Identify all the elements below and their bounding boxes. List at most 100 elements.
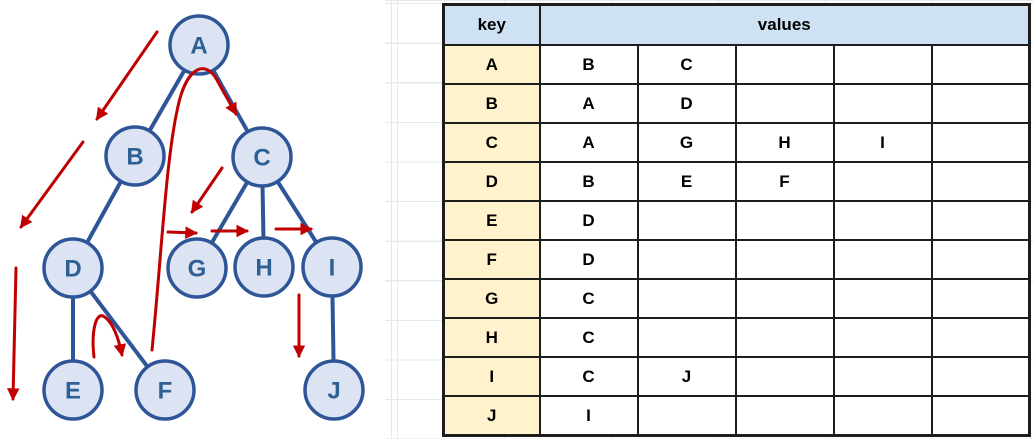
traversal-arrows bbox=[6, 30, 313, 401]
value-cell: C bbox=[538, 278, 639, 319]
value-cell bbox=[636, 395, 737, 437]
node-label-h: H bbox=[255, 255, 272, 282]
value-cell: D bbox=[636, 83, 737, 124]
value-cell: A bbox=[538, 122, 639, 163]
key-cell: H bbox=[442, 317, 541, 358]
node-label-a: A bbox=[190, 33, 207, 60]
value-cell bbox=[930, 317, 1031, 358]
arrow-e-to-f bbox=[91, 314, 127, 359]
arrow-f-to-c bbox=[150, 67, 238, 352]
value-cell bbox=[930, 278, 1031, 319]
key-cell: E bbox=[442, 200, 541, 241]
node-label-c: C bbox=[253, 145, 270, 172]
value-cell: D bbox=[538, 200, 639, 241]
value-cell: C bbox=[636, 44, 737, 85]
node-label-i: I bbox=[329, 255, 336, 282]
value-cell bbox=[636, 200, 737, 241]
value-cell bbox=[930, 44, 1031, 85]
key-cell: D bbox=[442, 161, 541, 202]
value-cell bbox=[832, 161, 933, 202]
value-cell: B bbox=[538, 161, 639, 202]
node-f bbox=[134, 359, 196, 421]
value-cell: J bbox=[636, 356, 737, 397]
value-cell bbox=[832, 200, 933, 241]
value-cell bbox=[734, 317, 835, 358]
value-cell: H bbox=[734, 122, 835, 163]
node-label-e: E bbox=[65, 378, 81, 405]
value-cell: I bbox=[832, 122, 933, 163]
values-header: values bbox=[538, 3, 1031, 46]
table-header-row: key values bbox=[442, 3, 1031, 46]
value-cell bbox=[734, 83, 835, 124]
node-label-d: D bbox=[64, 256, 81, 283]
value-cell: F bbox=[734, 161, 835, 202]
value-cell bbox=[832, 395, 933, 437]
value-cell bbox=[832, 317, 933, 358]
value-cell bbox=[734, 200, 835, 241]
node-label-j: J bbox=[327, 378, 340, 405]
node-label-f: F bbox=[158, 378, 173, 405]
value-cell bbox=[930, 395, 1031, 437]
value-cell: C bbox=[538, 356, 639, 397]
value-cell bbox=[930, 356, 1031, 397]
value-cell bbox=[930, 83, 1031, 124]
value-cell bbox=[832, 239, 933, 280]
value-cell: C bbox=[538, 317, 639, 358]
node-j bbox=[303, 359, 365, 421]
value-cell: G bbox=[636, 122, 737, 163]
node-h bbox=[233, 236, 295, 298]
value-cell bbox=[636, 317, 737, 358]
arrow-a-to-b bbox=[95, 30, 159, 121]
key-cell: I bbox=[442, 356, 541, 397]
node-b bbox=[104, 125, 166, 187]
key-cell: B bbox=[442, 83, 541, 124]
value-cell: A bbox=[538, 83, 639, 124]
arrow-d-to-e bbox=[6, 266, 20, 401]
graph-diagram: A B C D G H I E F J bbox=[6, 14, 365, 421]
key-cell: J bbox=[442, 395, 541, 437]
value-cell bbox=[930, 200, 1031, 241]
value-cell: E bbox=[636, 161, 737, 202]
key-cell: C bbox=[442, 122, 541, 163]
node-e bbox=[42, 359, 104, 421]
node-i bbox=[301, 236, 363, 298]
key-cell: A bbox=[442, 44, 541, 85]
node-label-g: G bbox=[188, 256, 207, 283]
value-cell bbox=[734, 44, 835, 85]
value-cell: B bbox=[538, 44, 639, 85]
value-cell bbox=[734, 278, 835, 319]
value-cell: I bbox=[538, 395, 639, 437]
value-cell bbox=[832, 83, 933, 124]
arrow-c-to-g bbox=[190, 166, 224, 214]
value-cell bbox=[734, 356, 835, 397]
value-cell: D bbox=[538, 239, 639, 280]
node-c bbox=[231, 126, 293, 188]
value-cell bbox=[636, 278, 737, 319]
value-cell bbox=[832, 278, 933, 319]
value-cell bbox=[832, 44, 933, 85]
value-cell bbox=[832, 356, 933, 397]
node-label-b: B bbox=[126, 144, 143, 171]
key-cell: F bbox=[442, 239, 541, 280]
key-cell: G bbox=[442, 278, 541, 319]
node-a bbox=[168, 14, 230, 76]
arrow-b-to-d bbox=[19, 140, 85, 229]
value-cell bbox=[930, 122, 1031, 163]
value-cell bbox=[734, 239, 835, 280]
value-cell bbox=[636, 239, 737, 280]
value-cell bbox=[734, 395, 835, 437]
value-cell bbox=[930, 161, 1031, 202]
value-cell bbox=[930, 239, 1031, 280]
node-g bbox=[166, 237, 228, 299]
